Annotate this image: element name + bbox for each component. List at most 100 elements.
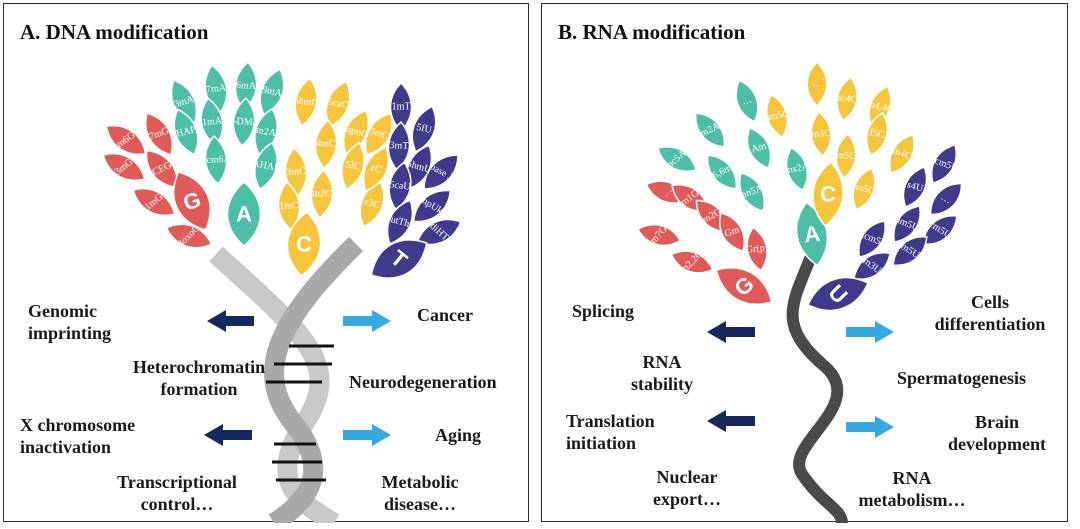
rna-leaf-u: hm5U (893, 205, 921, 243)
dna-leaf-c: 1mC (277, 181, 301, 231)
rna-leaf-u: mcm5U (855, 220, 890, 258)
svg-text:G: G (180, 187, 203, 216)
svg-text:6mA: 6mA (236, 80, 257, 92)
rna-metabolism-label: RNA metabolism… (858, 468, 966, 510)
svg-text:AHAP: AHAP (252, 158, 281, 174)
svg-text:7mA: 7mA (205, 82, 227, 95)
svg-text:ac4C: ac4C (836, 92, 858, 105)
dna-leaf-t: 5hmU (405, 144, 433, 190)
svg-text:A: A (236, 202, 252, 227)
dna-leaf-a: HAP (173, 108, 199, 156)
rna-leaf-g: m2,2G (670, 248, 714, 276)
svg-text:s4U: s4U (906, 179, 925, 194)
svg-text:Gr(p): Gr(p) (745, 242, 768, 255)
transcriptional-control-label: Transcriptional control… (117, 472, 237, 514)
dna-leaf-a: 1mA (200, 97, 224, 147)
rna-letter-u: U (806, 276, 870, 312)
rna-leaf-c: f5C (865, 111, 889, 157)
dna-leaf-c: 5fC (341, 141, 365, 191)
dna-letter-c: C (286, 211, 322, 277)
svg-text:m5C: m5C (836, 150, 856, 162)
dna-leaf-a: ncm6A (201, 135, 232, 185)
svg-text:5fU: 5fU (415, 122, 433, 136)
rna-leaf-g: m7G (636, 224, 682, 246)
dna-letter-t: T (370, 239, 428, 279)
svg-text:…: … (741, 95, 753, 108)
svg-text:C: C (819, 181, 836, 207)
right-arrow-icon (343, 310, 391, 332)
svg-text:…: … (939, 192, 953, 206)
svg-text:…: … (812, 79, 822, 90)
svg-text:3mT: 3mT (389, 140, 408, 152)
panel-b-title: B. RNA modification (558, 20, 746, 44)
rna-arrows (707, 321, 894, 438)
rna-leaf-c: m5C (835, 133, 857, 179)
dna-leaf-g: 7mG (145, 112, 173, 156)
nuclear-export-label: Nuclear export… (653, 467, 721, 509)
rna-leaf-u: cm5U (922, 215, 958, 245)
svg-text:ms2A: ms2A (784, 161, 810, 176)
rna-letter-g: G (715, 267, 773, 305)
rna-leaf-a: Am (746, 127, 772, 169)
dna-leaf-t: 5fU (411, 105, 437, 153)
svg-text:Am: Am (750, 141, 768, 156)
left-arrow-icon (204, 424, 252, 446)
genomic-imprinting-label: Genomic imprinting (28, 301, 112, 343)
dna-leaf-a: 3mA (170, 79, 198, 125)
spermatogenesis-label: Spermatogenesis (897, 368, 1026, 388)
svg-text:1mC: 1mC (279, 200, 299, 212)
svg-text:3mC: 3mC (286, 166, 306, 178)
svg-text:C: C (295, 231, 312, 257)
rna-leaf-a: m2A (695, 112, 725, 148)
cancer-label: Cancer (417, 305, 473, 325)
heterochromatin-label: Heterochromatin formation (132, 357, 266, 399)
left-arrow-icon (207, 310, 254, 332)
dna-leaf-c: ε3C (359, 180, 385, 228)
dna-leaf-a: 6-DMA (228, 97, 261, 147)
svg-text:1mT: 1mT (392, 102, 411, 113)
dna-helix (209, 236, 363, 523)
svg-text:4mC: 4mC (316, 138, 336, 150)
svg-text:6-DMA: 6-DMA (228, 116, 261, 129)
dna-leaf-g: m6G (105, 124, 147, 156)
right-arrow-icon (343, 424, 391, 446)
dna-letter-a: A (226, 181, 262, 247)
left-arrow-icon (707, 321, 755, 343)
svg-text:HAP: HAP (175, 124, 197, 139)
dna-leaf-c: 5gmC (343, 109, 370, 155)
dna-leaf-c: 5caC (325, 80, 351, 128)
panel-a-title: A. DNA modification (20, 20, 209, 44)
svg-text:5caC: 5caC (327, 96, 350, 111)
svg-text:f5C: f5C (869, 127, 886, 140)
svg-text:5hmC: 5hmC (293, 95, 319, 109)
right-arrow-icon (846, 416, 894, 438)
svg-text:hm5C: hm5C (764, 108, 790, 123)
brain-development-label: Brain development (948, 412, 1046, 454)
rna-letter-c: C (812, 161, 844, 227)
x-chromosome-label: X chromosome inactivation (20, 415, 136, 457)
dna-leaf-g: 3mG (102, 153, 146, 181)
dna-leaf-t: 3mT (387, 121, 411, 171)
dna-leaf-c: 5hmC (293, 77, 319, 127)
rna-leaf-c: ac4C (836, 76, 858, 122)
svg-text:1mA: 1mA (201, 115, 223, 128)
rna-leaf-g: Gr(p) (745, 226, 769, 272)
svg-text:m2C: m2C (312, 188, 332, 200)
dna-leaf-c: εC (362, 146, 390, 192)
rna-leaf-c: m3C (810, 111, 832, 157)
dna-leaf-g: CEG (145, 149, 179, 189)
rna-leaf-a: … (735, 79, 759, 123)
dna-leaf-c: 4mC (314, 119, 338, 169)
svg-text:ε3C: ε3C (363, 197, 381, 211)
metabolic-disease-label: Metabolic disease… (381, 472, 459, 514)
svg-text:m2A: m2A (255, 125, 277, 139)
dna-leaf-c: 3mC (284, 147, 308, 197)
rna-leaf-u: m5U (892, 236, 928, 266)
translation-initiation-label: Translation initiation (566, 411, 655, 453)
rna-leaf-u: … (929, 182, 963, 216)
cells-differentiation-label: Cells differentiation (934, 292, 1046, 334)
